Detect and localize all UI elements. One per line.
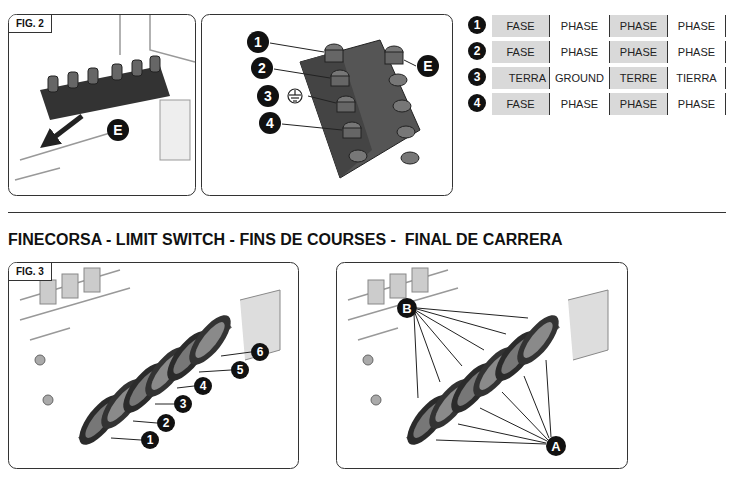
callout-number: 4 (468, 94, 486, 112)
callout-number: 1 (468, 16, 486, 34)
table-cell: PHASE (668, 41, 726, 63)
table-cell: PHASE (550, 41, 610, 63)
table-cell: GROUND (550, 67, 610, 89)
callout-number: 3 (174, 395, 192, 413)
table-cell: TERRE (610, 67, 668, 89)
callout-number: E (107, 119, 129, 141)
callout-number: E (417, 55, 439, 77)
callout-number: 2 (251, 57, 273, 79)
callout-number: 4 (194, 377, 212, 395)
table-cell: PHASE (610, 93, 668, 115)
callout-number: 3 (468, 68, 486, 86)
table-cell: FASE (492, 15, 550, 37)
table-cell: PHASE (610, 15, 668, 37)
callout-number: 4 (259, 112, 281, 134)
table-cell: PHASE (550, 15, 610, 37)
figure-tab: FIG. 3 (9, 263, 52, 281)
table-cell: FASE (492, 93, 550, 115)
callout-number: 6 (251, 343, 269, 361)
table-cell: PHASE (668, 93, 726, 115)
callout-number: 2 (468, 42, 486, 60)
callout-number: 1 (247, 31, 269, 53)
section-heading: FINECORSA - LIMIT SWITCH - FINS DE COURS… (8, 231, 563, 249)
table-cell: PHASE (668, 15, 726, 37)
table-cell: PHASE (610, 41, 668, 63)
callout-number: 3 (257, 85, 279, 107)
table-cell: FASE (492, 41, 550, 63)
table-cell: TIERRA (668, 67, 726, 89)
callout-number: A (546, 436, 566, 456)
table-cell: PHASE (550, 93, 610, 115)
callout-number: B (397, 298, 417, 318)
callout-number: 1 (141, 431, 159, 449)
table-cell: TERRA (492, 67, 550, 89)
callout-number: 5 (231, 361, 249, 379)
callout-number: 2 (157, 414, 175, 432)
figure-tab: FIG. 2 (9, 15, 52, 33)
